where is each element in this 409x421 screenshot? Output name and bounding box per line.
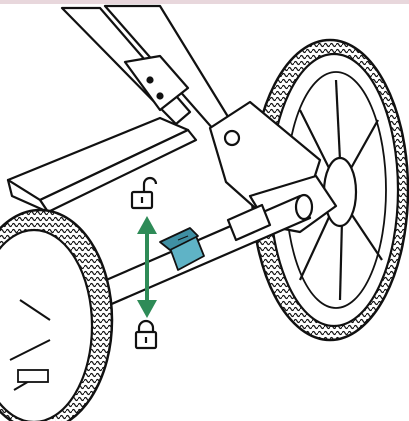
lock-clip [159, 227, 205, 271]
seat-base [6, 116, 198, 214]
upper-frame [60, 4, 232, 132]
top-divider [0, 0, 409, 4]
unlocked-padlock-icon [130, 176, 158, 210]
double-headed-arrow-icon [137, 216, 157, 318]
left-wheel [0, 208, 114, 421]
locked-padlock-icon [134, 319, 158, 350]
